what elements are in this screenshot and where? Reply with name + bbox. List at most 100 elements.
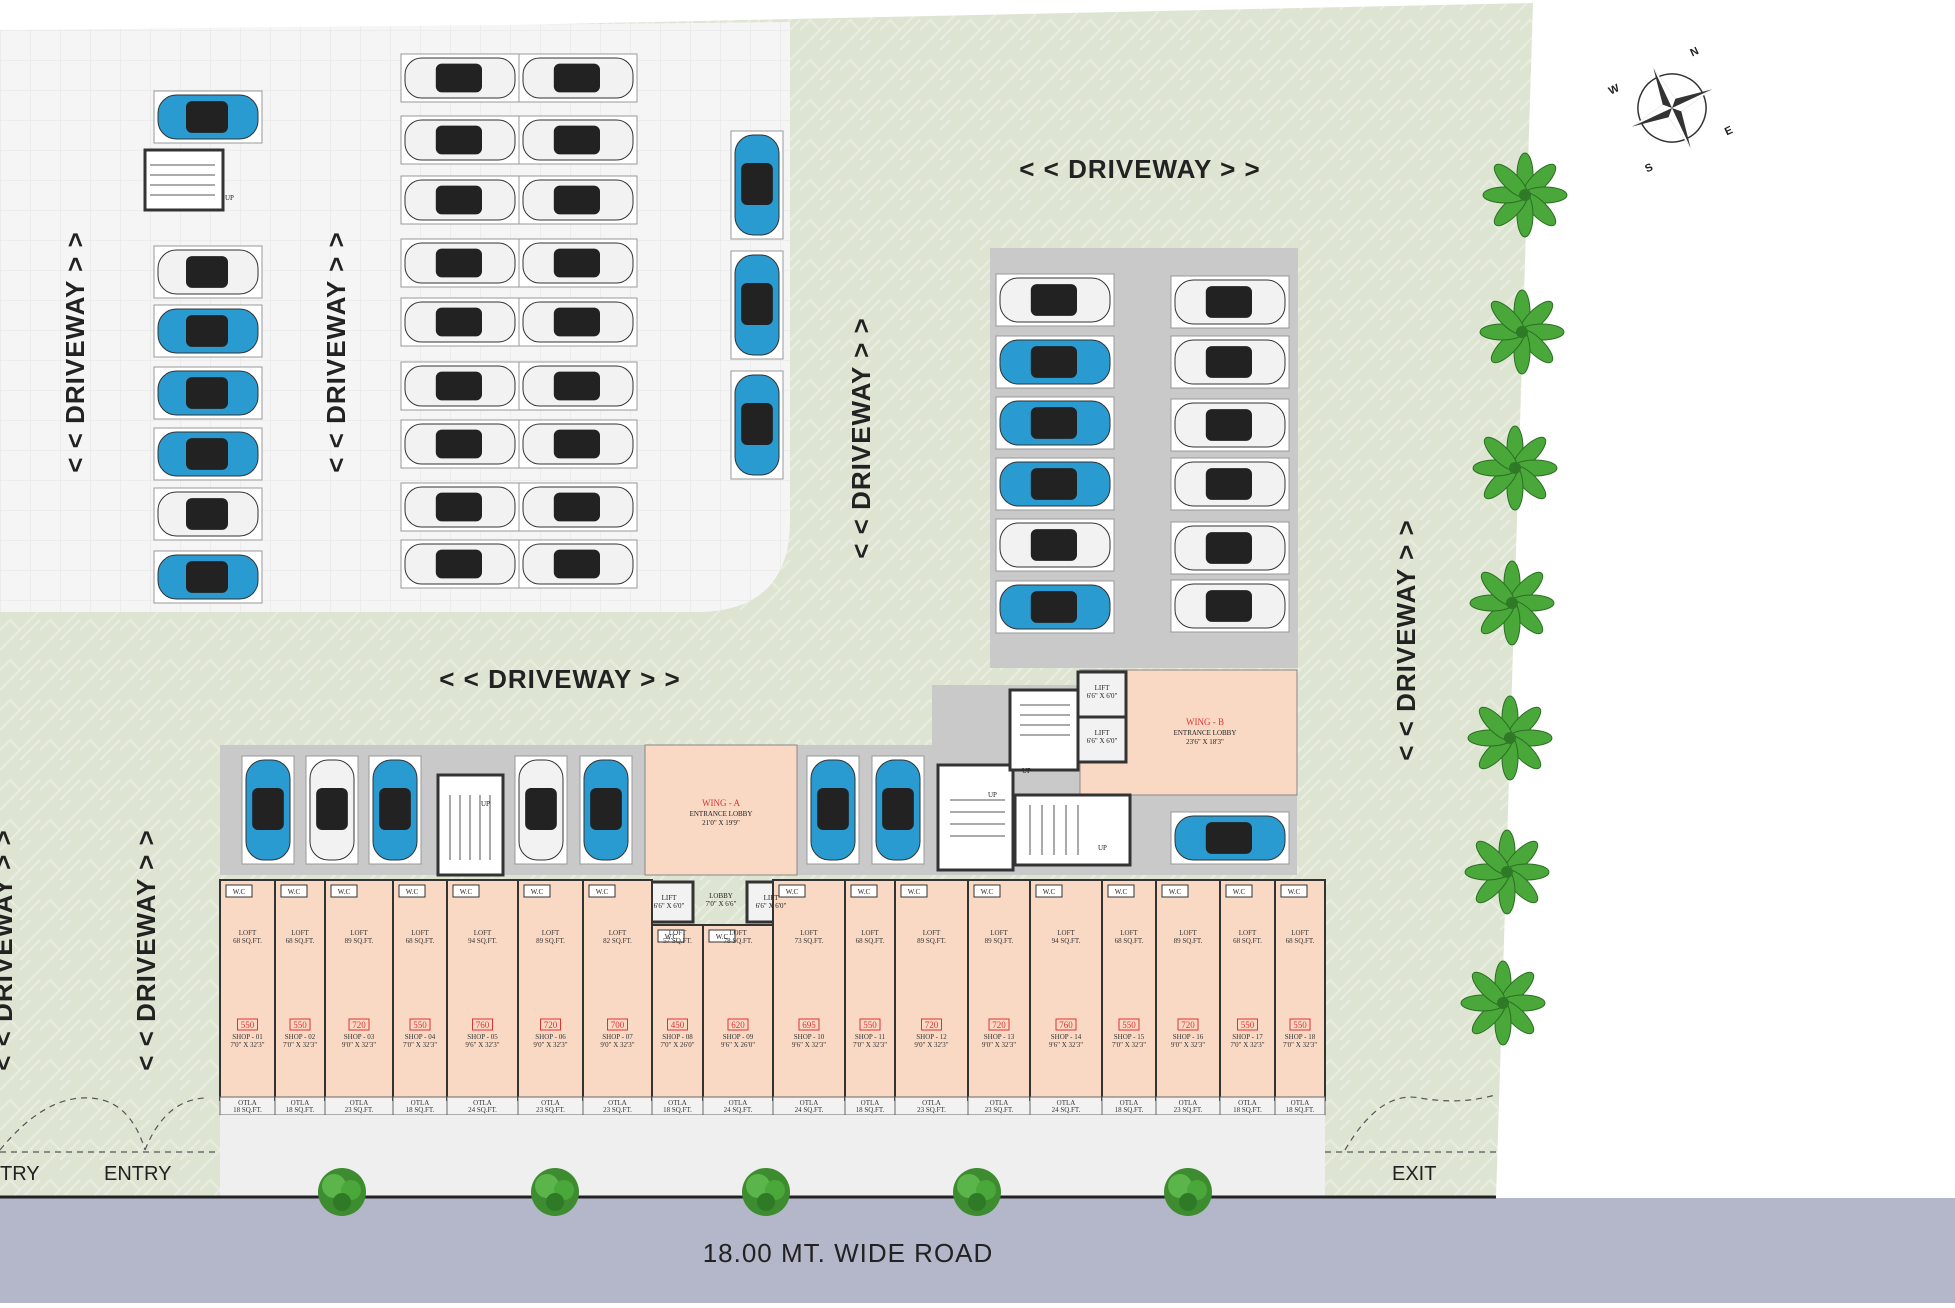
stair-up-label: UP xyxy=(481,800,490,808)
otla-label: OTLA xyxy=(1120,1099,1139,1107)
otla-label: OTLA xyxy=(729,1099,748,1107)
shop-dim: 9'0" X 32'3" xyxy=(914,1041,948,1049)
loft-area: 89 SQ.FT. xyxy=(985,937,1014,945)
car-icon xyxy=(1170,811,1290,865)
loft-label: LOFT xyxy=(923,929,941,937)
loft-area: 82 SQ.FT. xyxy=(603,937,632,945)
car-icon xyxy=(241,755,295,865)
wing-b-lift-label: LIFT xyxy=(1095,684,1111,692)
otla-label: OTLA xyxy=(861,1099,880,1107)
stair-up-label: UP xyxy=(988,791,997,799)
shop-area: 550 xyxy=(1122,1020,1136,1030)
shrub-icon xyxy=(318,1168,366,1216)
driveway-label-top: < < DRIVEWAY > > xyxy=(1019,154,1260,184)
car-icon xyxy=(995,580,1115,634)
wc-box xyxy=(778,884,806,898)
otla-area: 18 SQ.FT. xyxy=(1286,1106,1315,1114)
wc-box xyxy=(1035,884,1063,898)
shop-dim: 7'0" X 32'3" xyxy=(403,1041,437,1049)
loft-label: LOFT xyxy=(800,929,818,937)
wc-label: W.C xyxy=(1288,888,1301,896)
shop-area: 700 xyxy=(611,1020,625,1030)
car-icon xyxy=(518,238,638,288)
car-icon xyxy=(995,396,1115,450)
shop-name: SHOP - 12 xyxy=(916,1033,947,1041)
loft-area: 68 SQ.FT. xyxy=(1286,937,1315,945)
shrub-icon xyxy=(742,1168,790,1216)
otla-area: 18 SQ.FT. xyxy=(1115,1106,1144,1114)
loft-area: 68 SQ.FT. xyxy=(406,937,435,945)
shop-name: SHOP - 16 xyxy=(1173,1033,1204,1041)
shop-dim: 7'0" X 32'3" xyxy=(1230,1041,1264,1049)
car-icon xyxy=(995,335,1115,389)
car-icon xyxy=(1170,579,1290,633)
shop-area: 550 xyxy=(863,1020,877,1030)
otla-area: 24 SQ.FT. xyxy=(1052,1106,1081,1114)
car-icon xyxy=(730,250,784,360)
loft-area: 68 SQ.FT. xyxy=(856,937,885,945)
wing-b-title: WING - B xyxy=(1186,717,1224,727)
car-icon xyxy=(518,175,638,225)
shop-dim: 9'6" X 26'0" xyxy=(721,1041,755,1049)
car-icon xyxy=(1170,275,1290,329)
compass-east: E xyxy=(1723,124,1735,138)
staircase-icon xyxy=(436,773,505,877)
shop-name: SHOP - 10 xyxy=(794,1033,825,1041)
shop-dim: 9'0" X 32'3" xyxy=(342,1041,376,1049)
wc-label: W.C xyxy=(858,888,871,896)
car-icon xyxy=(400,115,520,165)
car-icon xyxy=(153,427,263,481)
loft-label: LOFT xyxy=(1120,929,1138,937)
loft-label: LOFT xyxy=(729,929,747,937)
wc-label: W.C xyxy=(288,888,301,896)
car-icon xyxy=(400,482,520,532)
car-icon xyxy=(871,755,925,865)
otla-label: OTLA xyxy=(990,1099,1009,1107)
driveway-label-middle: < < DRIVEWAY > > xyxy=(439,664,680,694)
loft-label: LOFT xyxy=(350,929,368,937)
loft-area: 73 SQ.FT. xyxy=(795,937,824,945)
loft-label: LOFT xyxy=(1239,929,1257,937)
shop-name: SHOP - 08 xyxy=(662,1033,693,1041)
wc-label: W.C xyxy=(981,888,994,896)
car-icon xyxy=(518,419,638,469)
palm-tree-icon xyxy=(1467,695,1553,781)
car-icon xyxy=(153,245,263,299)
loft-label: LOFT xyxy=(291,929,309,937)
car-icon xyxy=(1170,335,1290,389)
wc-label: W.C xyxy=(338,888,351,896)
shop-floor xyxy=(324,879,394,1101)
otla-label: OTLA xyxy=(541,1099,560,1107)
shop-area: 760 xyxy=(1059,1020,1073,1030)
loft-area: 68 SQ.FT. xyxy=(1233,937,1262,945)
entry-label: ENTRY xyxy=(104,1163,171,1185)
wc-box xyxy=(708,929,736,943)
car-icon xyxy=(518,482,638,532)
otla-area: 23 SQ.FT. xyxy=(536,1106,565,1114)
entry-gates xyxy=(0,1094,1496,1153)
palm-tree-icon xyxy=(1464,829,1550,915)
wc-label: W.C xyxy=(460,888,473,896)
otla-label: OTLA xyxy=(668,1099,687,1107)
loft-area: 89 SQ.FT. xyxy=(917,937,946,945)
loft-area: 89 SQ.FT. xyxy=(1174,937,1203,945)
shop-area: 550 xyxy=(1293,1020,1307,1030)
otla-area: 18 SQ.FT. xyxy=(856,1106,885,1114)
car-icon xyxy=(400,175,520,225)
otla-area: 23 SQ.FT. xyxy=(345,1106,374,1114)
shop-area: 720 xyxy=(925,1020,939,1030)
shop-area: 620 xyxy=(731,1020,745,1030)
wing-a-lobby-label: ENTRANCE LOBBY xyxy=(690,810,753,818)
car-icon xyxy=(153,366,263,420)
palm-tree-icon xyxy=(1472,425,1558,511)
shop-dim: 9'0" X 32'3" xyxy=(982,1041,1016,1049)
shop-area: 720 xyxy=(544,1020,558,1030)
staircase-icon xyxy=(1013,793,1132,867)
wing-a-lobby-size: 21'0" X 19'9" xyxy=(702,819,740,827)
stair-up-label: UP xyxy=(225,194,234,202)
shop-dim: 9'0" X 32'3" xyxy=(533,1041,567,1049)
